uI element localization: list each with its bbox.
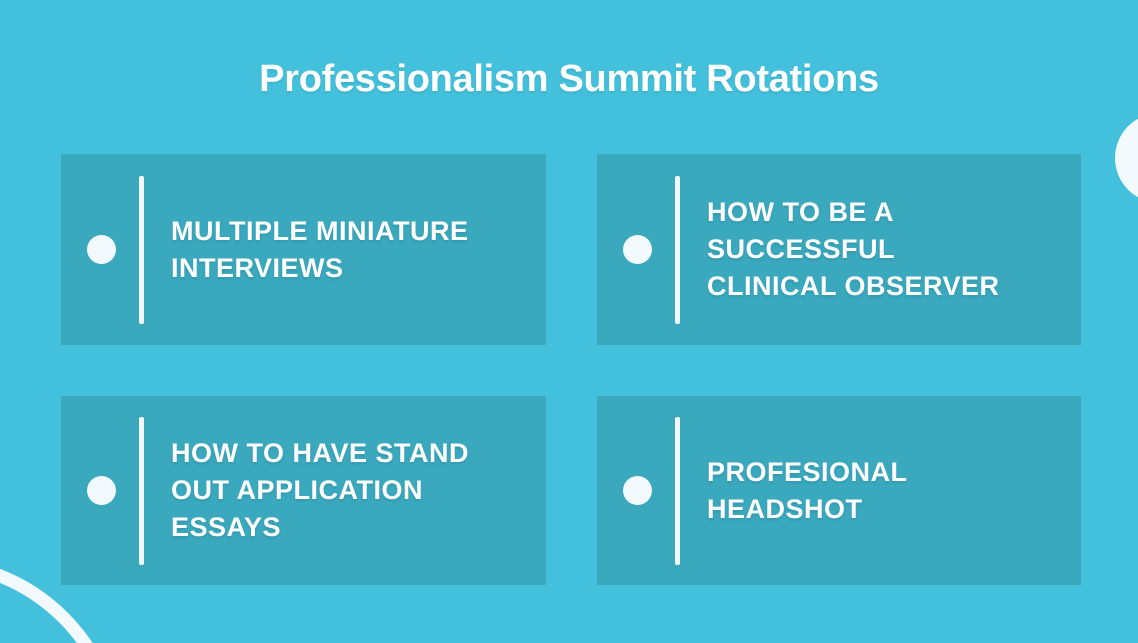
bullet-dot-icon — [623, 476, 652, 505]
bullet-dot-icon — [87, 235, 116, 264]
rotation-card-application-essays: HOW TO HAVE STAND OUT APPLICATION ESSAYS — [61, 396, 546, 585]
rotation-card-label: HOW TO BE A SUCCESSFUL CLINICAL OBSERVER — [707, 197, 1000, 301]
rotation-card-headshot: PROFESIONAL HEADSHOT — [597, 396, 1081, 585]
vertical-divider — [139, 416, 144, 565]
bullet-dot-icon — [623, 235, 652, 264]
rotation-card-mmi: MULTIPLE MINIATURE INTERVIEWS — [61, 154, 546, 345]
rotation-card-label: PROFESIONAL HEADSHOT — [707, 456, 908, 524]
decorative-circle-top-right — [1115, 113, 1138, 203]
bullet-dot-icon — [87, 476, 116, 505]
page-title: Professionalism Summit Rotations — [259, 58, 879, 100]
vertical-divider — [675, 175, 680, 324]
vertical-divider — [675, 416, 680, 565]
rotation-card-label: HOW TO HAVE STAND OUT APPLICATION ESSAYS — [171, 438, 469, 542]
vertical-divider — [139, 175, 144, 324]
rotation-card-clinical-observer: HOW TO BE A SUCCESSFUL CLINICAL OBSERVER — [597, 154, 1081, 345]
rotation-card-label: MULTIPLE MINIATURE INTERVIEWS — [171, 215, 469, 283]
